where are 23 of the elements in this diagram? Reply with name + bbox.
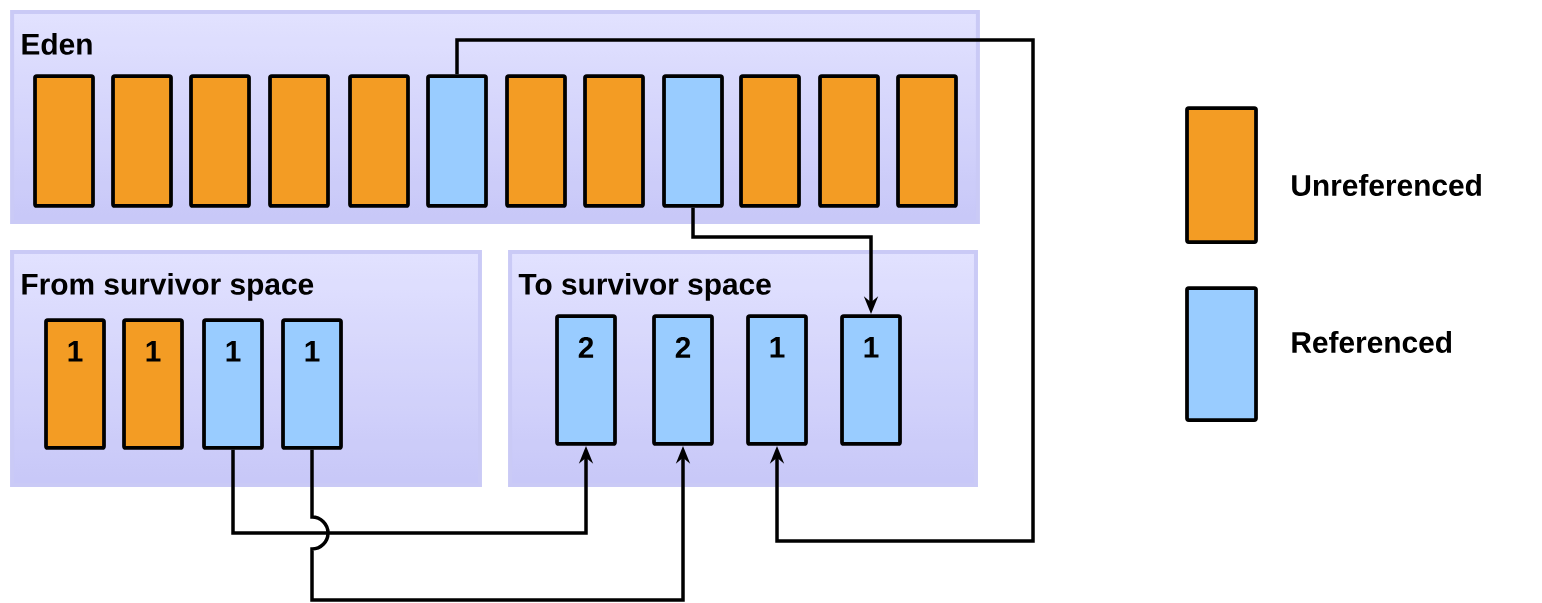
memory-block: 1	[202, 318, 264, 450]
memory-block	[426, 74, 488, 208]
memory-block	[505, 74, 567, 208]
arrow	[455, 38, 1035, 543]
memory-block: 1	[281, 318, 343, 450]
memory-block: 1	[840, 314, 902, 446]
memory-block	[583, 74, 645, 208]
memory-block: 1	[44, 318, 106, 450]
memory-block	[268, 74, 330, 208]
memory-block	[739, 74, 801, 208]
memory-block	[818, 74, 880, 208]
memory-block	[896, 74, 958, 208]
memory-block	[348, 74, 410, 208]
memory-block: 1	[122, 318, 184, 450]
memory-block: 2	[555, 314, 617, 446]
legend-label: Referenced	[1292, 331, 1452, 353]
memory-block	[189, 74, 251, 208]
memory-block: 1	[746, 314, 808, 446]
memory-block	[33, 74, 95, 208]
memory-block	[662, 74, 724, 208]
memory-block: 2	[652, 314, 714, 446]
memory-block	[111, 74, 173, 208]
legend-label: Unreferenced	[1292, 174, 1481, 196]
